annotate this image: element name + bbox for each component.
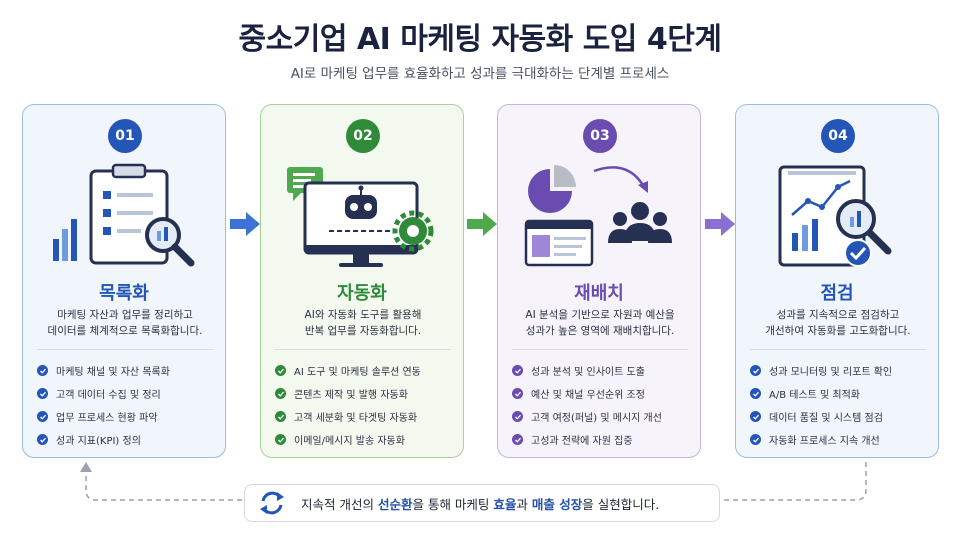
item-label: 업무 프로세스 현황 파악	[56, 413, 158, 424]
item-label: 데이터 품질 및 시스템 점검	[769, 413, 883, 424]
list-item: 성과 모니터링 및 리포트 확인	[750, 359, 934, 382]
list-item: 업무 프로세스 현황 파악	[37, 405, 221, 428]
check-icon	[275, 365, 286, 376]
banner-highlight: 선순환	[377, 496, 413, 512]
check-icon	[750, 365, 761, 376]
check-icon	[750, 434, 761, 445]
robot-monitor-icon	[287, 167, 434, 267]
step-description: 성과를 지속적으로 점검하고 개선하여 자동화를 고도화합니다.	[746, 307, 930, 339]
pie-chart-people-icon	[524, 165, 672, 267]
check-icon	[750, 388, 761, 399]
step-description: AI 분석을 기반으로 자원과 예산을 성과가 높은 영역에 재배치합니다.	[508, 307, 692, 339]
summary-banner: 지속적 개선의 선순환을 통해 마케팅 효율과 매출 성장을 실현합니다.	[244, 484, 720, 522]
banner-text-part: 과	[516, 496, 532, 512]
item-label: 마케팅 채널 및 자산 목록화	[56, 367, 170, 378]
desc-line: 반복 업무를 자동화합니다.	[304, 325, 422, 337]
refresh-cycle-icon	[260, 491, 284, 515]
step-arrow-icon	[705, 212, 735, 236]
divider	[37, 349, 213, 350]
check-icon	[275, 388, 286, 399]
check-icon	[37, 365, 48, 376]
banner-text-part: 지속적 개선의	[301, 496, 378, 512]
check-icon	[512, 365, 523, 376]
item-label: 자동화 프로세스 지속 개선	[769, 436, 880, 447]
desc-line: 개선하여 자동화를 고도화합니다.	[765, 325, 911, 337]
banner-text-part: 을 실현합니다.	[582, 496, 660, 512]
list-item: A/B 테스트 및 최적화	[750, 382, 934, 405]
list-item: 콘텐츠 제작 및 발행 자동화	[275, 382, 459, 405]
banner-highlight: 매출 성장	[531, 496, 583, 512]
list-item: 성과 분석 및 인사이트 도출	[512, 359, 696, 382]
step-title: 목록화	[99, 283, 149, 304]
step-number-badge: 02	[346, 119, 380, 153]
check-icon	[37, 434, 48, 445]
step-number-badge: 01	[108, 119, 142, 153]
item-label: 성과 분석 및 인사이트 도출	[531, 367, 645, 378]
item-label: AI 도구 및 마케팅 솔루션 연동	[294, 367, 421, 378]
desc-line: AI와 자동화 도구를 활용해	[304, 309, 422, 321]
list-item: 고성과 전략에 자원 집중	[512, 428, 696, 451]
step-card-1: 01 목록화 마케팅 자산과 업무를 정리하고 데이터를 체계적으로 목록화합니…	[22, 104, 226, 458]
item-label: 이메일/메시지 발송 자동화	[294, 436, 405, 447]
check-icon	[750, 411, 761, 422]
item-label: 고객 데이터 수집 및 정리	[56, 390, 161, 401]
step-card-2: 02 자동화 AI와 자동화 도구를 활용해 반복 업무를 자동화합니다. AI…	[260, 104, 464, 458]
item-label: 콘텐츠 제작 및 발행 자동화	[294, 390, 408, 401]
list-item: 예산 및 채널 우선순위 조정	[512, 382, 696, 405]
banner-highlight: 효율	[493, 496, 517, 512]
banner-text-part: 을 통해 마케팅	[412, 496, 494, 512]
step-arrow-icon	[467, 212, 497, 236]
check-icon	[275, 434, 286, 445]
item-label: 성과 모니터링 및 리포트 확인	[769, 367, 893, 378]
banner-text: 지속적 개선의 선순환을 통해 마케팅 효율과 매출 성장을 실현합니다.	[301, 494, 659, 513]
step-checklist: AI 도구 및 마케팅 솔루션 연동 콘텐츠 제작 및 발행 자동화 고객 세분…	[275, 359, 459, 451]
step-number-badge: 03	[583, 119, 617, 153]
list-item: 고객 세분화 및 타겟팅 자동화	[275, 405, 459, 428]
report-magnifier-icon	[778, 165, 892, 267]
desc-line: 마케팅 자산과 업무를 정리하고	[57, 309, 193, 321]
list-item: 자동화 프로세스 지속 개선	[750, 428, 934, 451]
step-checklist: 마케팅 채널 및 자산 목록화 고객 데이터 수집 및 정리 업무 프로세스 현…	[37, 359, 221, 451]
step-card-4: 04 점검 성과를 지속적으로 점검하고 개선하여 자동화를 고도화합니다. 성…	[735, 104, 939, 458]
step-checklist: 성과 모니터링 및 리포트 확인 A/B 테스트 및 최적화 데이터 품질 및 …	[750, 359, 934, 451]
desc-line: AI 분석을 기반으로 자원과 예산을	[525, 309, 675, 321]
page-subtitle: AI로 마케팅 업무를 효율화하고 성과를 극대화하는 단계별 프로세스	[290, 66, 670, 82]
list-item: 이메일/메시지 발송 자동화	[275, 428, 459, 451]
page-title: 중소기업 AI 마케팅 자동화 도입 4단계	[238, 22, 722, 57]
check-icon	[512, 388, 523, 399]
list-item: 고객 여정(퍼널) 및 메시지 개선	[512, 405, 696, 428]
step-title: 자동화	[337, 283, 387, 304]
divider	[275, 349, 451, 350]
check-icon	[275, 411, 286, 422]
step-arrow-icon	[230, 212, 260, 236]
step-description: 마케팅 자산과 업무를 정리하고 데이터를 체계적으로 목록화합니다.	[33, 307, 217, 339]
list-item: 마케팅 채널 및 자산 목록화	[37, 359, 221, 382]
clipboard-checklist-icon	[53, 163, 195, 267]
check-icon	[37, 411, 48, 422]
item-label: 고객 세분화 및 타겟팅 자동화	[294, 413, 418, 424]
item-label: 고객 여정(퍼널) 및 메시지 개선	[531, 413, 662, 424]
divider	[750, 349, 926, 350]
check-icon	[512, 411, 523, 422]
step-number-badge: 04	[821, 119, 855, 153]
desc-line: 데이터를 체계적으로 목록화합니다.	[47, 325, 203, 337]
item-label: 예산 및 채널 우선순위 조정	[531, 390, 645, 401]
step-checklist: 성과 분석 및 인사이트 도출 예산 및 채널 우선순위 조정 고객 여정(퍼널…	[512, 359, 696, 451]
desc-line: 성과를 지속적으로 점검하고	[776, 309, 900, 321]
desc-line: 성과가 높은 영역에 재배치합니다.	[525, 325, 675, 337]
list-item: 데이터 품질 및 시스템 점검	[750, 405, 934, 428]
check-icon	[37, 388, 48, 399]
item-label: 고성과 전략에 자원 집중	[531, 436, 633, 447]
step-card-3: 03 재배치 AI 분석을 기반으로 자원과 예산을 성과가 높은 영역에 재배…	[497, 104, 701, 458]
list-item: 고객 데이터 수집 및 정리	[37, 382, 221, 405]
step-title: 재배치	[574, 283, 624, 304]
divider	[512, 349, 688, 350]
item-label: 성과 지표(KPI) 정의	[56, 436, 141, 447]
step-description: AI와 자동화 도구를 활용해 반복 업무를 자동화합니다.	[271, 307, 455, 339]
list-item: AI 도구 및 마케팅 솔루션 연동	[275, 359, 459, 382]
list-item: 성과 지표(KPI) 정의	[37, 428, 221, 451]
step-title: 점검	[820, 283, 854, 304]
check-icon	[512, 434, 523, 445]
item-label: A/B 테스트 및 최적화	[769, 390, 861, 401]
